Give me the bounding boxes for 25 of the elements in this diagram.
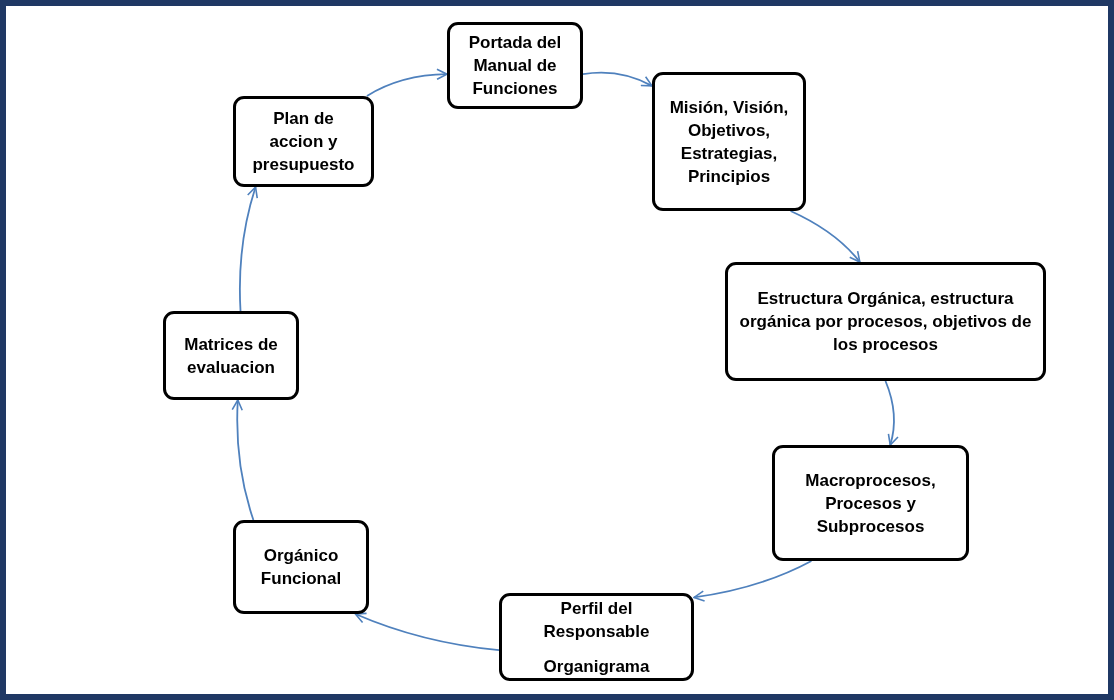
process-box bbox=[447, 22, 583, 109]
box-text: Organigrama bbox=[543, 655, 650, 678]
process-box bbox=[772, 445, 969, 561]
box-text: Misión, Visión, Objetivos, Estrategias, Principios bbox=[668, 96, 790, 188]
arrow bbox=[231, 399, 255, 521]
arrow bbox=[366, 68, 448, 97]
process-box bbox=[163, 311, 299, 400]
process-box bbox=[652, 72, 806, 211]
arrow bbox=[884, 380, 899, 446]
arrow bbox=[789, 210, 861, 263]
process-box bbox=[233, 520, 369, 614]
process-box bbox=[233, 96, 374, 187]
process-box bbox=[499, 593, 694, 681]
arrow bbox=[238, 186, 259, 312]
box-text: Plan de accion y presupuesto bbox=[251, 108, 356, 176]
box-text: Matrices de evaluacion bbox=[183, 333, 279, 379]
box-text: Perfil del Responsable bbox=[542, 597, 651, 643]
arrow bbox=[582, 71, 653, 87]
process-box bbox=[725, 262, 1046, 381]
arrow bbox=[693, 560, 813, 602]
box-text: Macroprocesos, Procesos y Subprocesos bbox=[804, 469, 937, 538]
box-text: Portada del Manual de Funciones bbox=[467, 32, 563, 100]
box-text: Orgánico Funcional bbox=[259, 545, 343, 590]
box-text: Estructura Orgánica, estructura orgánica por procesos, objetivos de los procesos bbox=[738, 288, 1033, 356]
arrow bbox=[354, 612, 500, 652]
